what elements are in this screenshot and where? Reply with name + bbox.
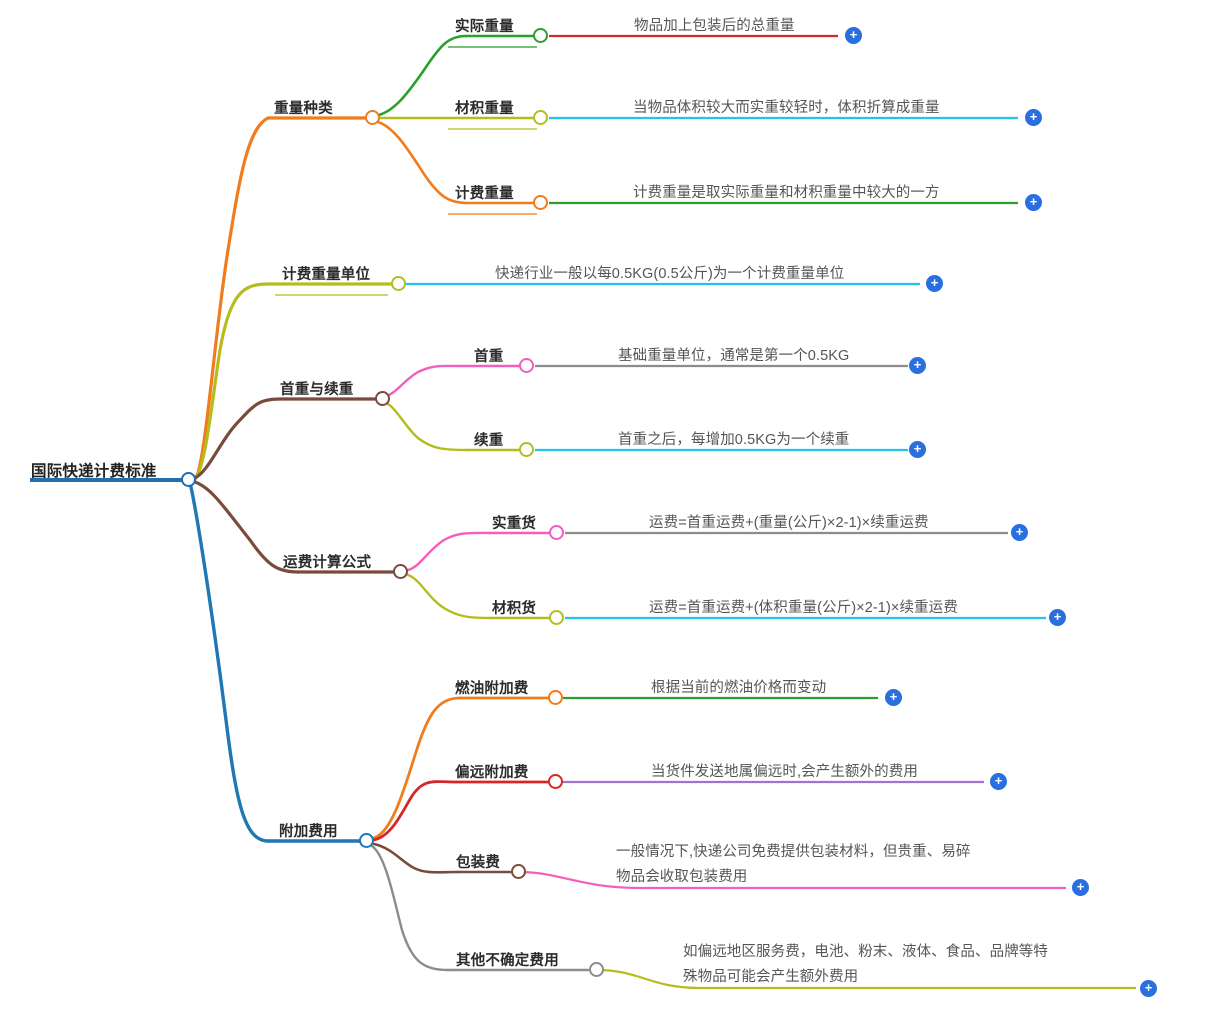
desc-remote-surcharge: 当货件发送地属偏远时,会产生额外的费用 bbox=[651, 764, 918, 780]
edge-root-to-weight-unit bbox=[193, 282, 270, 481]
branch-first-additional-ring[interactable] bbox=[375, 391, 390, 406]
root-node-label[interactable]: 国际快递计费标准 bbox=[31, 463, 157, 480]
leaf-additional-weight-ring[interactable] bbox=[519, 442, 534, 457]
expand-remote-surcharge-button[interactable]: + bbox=[990, 773, 1007, 790]
edge-surcharges-to-fuel bbox=[372, 696, 462, 840]
expand-actual-weight-button[interactable]: + bbox=[845, 27, 862, 44]
leaf-first-weight-ring[interactable] bbox=[519, 358, 534, 373]
edge-root-to-weight-types bbox=[193, 116, 270, 481]
leaf-additional-weight-label[interactable]: 续重 bbox=[474, 433, 504, 449]
expand-other-fees-button[interactable]: + bbox=[1140, 980, 1157, 997]
desc-volumetric-cargo: 运费=首重运费+(体积重量(公斤)×2-1)×续重运费 bbox=[649, 600, 958, 616]
leaf-actual-cargo-ring[interactable] bbox=[549, 525, 564, 540]
expand-actual-cargo-button[interactable]: + bbox=[1011, 524, 1028, 541]
trail-packaging bbox=[518, 870, 1066, 890]
desc-additional-weight: 首重之后，每增加0.5KG为一个续重 bbox=[618, 432, 850, 448]
leaf-remote-surcharge-label[interactable]: 偏远附加费 bbox=[455, 765, 529, 781]
leaf-fuel-surcharge-ring[interactable] bbox=[548, 690, 563, 705]
desc-other-fees-line1: 如偏远地区服务费，电池、粉末、液体、食品、品牌等特 bbox=[683, 944, 1048, 960]
desc-actual-cargo: 运费=首重运费+(重量(公斤)×2-1)×续重运费 bbox=[649, 515, 929, 531]
branch-weight-types-label[interactable]: 重量种类 bbox=[274, 101, 333, 117]
trail-other bbox=[596, 968, 1136, 990]
edge-first-additional-to-additional bbox=[382, 400, 470, 452]
leaf-fuel-surcharge-label[interactable]: 燃油附加费 bbox=[455, 681, 529, 697]
leaf-actual-weight-ring[interactable] bbox=[533, 28, 548, 43]
edge-weight-types-to-actual bbox=[372, 34, 468, 118]
expand-chargeable-weight-button[interactable]: + bbox=[1025, 194, 1042, 211]
branch-surcharges-ring[interactable] bbox=[359, 833, 374, 848]
edge-surcharges-to-packaging bbox=[372, 842, 460, 874]
leaf-volumetric-weight-label[interactable]: 材积重量 bbox=[455, 101, 514, 117]
expand-fuel-surcharge-button[interactable]: + bbox=[885, 689, 902, 706]
edge-root-to-first-additional bbox=[193, 397, 282, 480]
edge-formula-to-actual-cargo bbox=[406, 531, 492, 572]
edge-surcharges-to-other bbox=[370, 844, 450, 972]
branch-weight-types-ring[interactable] bbox=[365, 110, 380, 125]
edge-first-additional-to-first bbox=[382, 364, 462, 399]
expand-first-weight-button[interactable]: + bbox=[909, 357, 926, 374]
desc-first-weight: 基础重量单位，通常是第一个0.5KG bbox=[618, 348, 850, 364]
branch-formula-label[interactable]: 运费计算公式 bbox=[283, 555, 372, 571]
leaf-actual-weight-label[interactable]: 实际重量 bbox=[455, 19, 514, 35]
branch-first-additional-label[interactable]: 首重与续重 bbox=[280, 382, 354, 398]
leaf-remote-surcharge-ring[interactable] bbox=[548, 774, 563, 789]
edge-formula-to-volumetric-cargo bbox=[406, 573, 494, 620]
leaf-other-fees-ring[interactable] bbox=[589, 962, 604, 977]
edge-surcharges-to-remote bbox=[372, 780, 458, 842]
branch-surcharges-label[interactable]: 附加费用 bbox=[279, 824, 338, 840]
expand-packaging-fee-button[interactable]: + bbox=[1072, 879, 1089, 896]
desc-weight-unit: 快递行业一般以每0.5KG(0.5公斤)为一个计费重量单位 bbox=[495, 266, 845, 282]
expand-additional-weight-button[interactable]: + bbox=[909, 441, 926, 458]
leaf-packaging-fee-ring[interactable] bbox=[511, 864, 526, 879]
desc-fuel-surcharge: 根据当前的燃油价格而变动 bbox=[651, 680, 827, 696]
edge-root-to-surcharges bbox=[189, 485, 270, 843]
expand-weight-unit-button[interactable]: + bbox=[926, 275, 943, 292]
leaf-actual-cargo-label[interactable]: 实重货 bbox=[492, 516, 537, 532]
leaf-volumetric-cargo-label[interactable]: 材积货 bbox=[492, 601, 537, 617]
leaf-chargeable-weight-label[interactable]: 计费重量 bbox=[455, 186, 514, 202]
leaf-volumetric-weight-ring[interactable] bbox=[533, 110, 548, 125]
desc-actual-weight: 物品加上包装后的总重量 bbox=[634, 18, 795, 34]
desc-other-fees-line2: 殊物品可能会产生额外费用 bbox=[683, 969, 859, 985]
desc-packaging-fee-line2: 物品会收取包装费用 bbox=[616, 869, 748, 885]
desc-volumetric-weight: 当物品体积较大而实重较轻时，体积折算成重量 bbox=[633, 100, 940, 116]
leaf-packaging-fee-label[interactable]: 包装费 bbox=[456, 855, 501, 871]
branch-weight-unit-ring[interactable] bbox=[391, 276, 406, 291]
desc-chargeable-weight: 计费重量是取实际重量和材积重量中较大的一方 bbox=[633, 185, 940, 201]
branch-weight-unit-label[interactable]: 计费重量单位 bbox=[282, 267, 371, 283]
leaf-other-fees-label[interactable]: 其他不确定费用 bbox=[456, 953, 559, 969]
leaf-chargeable-weight-ring[interactable] bbox=[533, 195, 548, 210]
leaf-volumetric-cargo-ring[interactable] bbox=[549, 610, 564, 625]
expand-volumetric-weight-button[interactable]: + bbox=[1025, 109, 1042, 126]
branch-formula-ring[interactable] bbox=[393, 564, 408, 579]
edge-weight-types-to-chargeable bbox=[372, 119, 470, 205]
leaf-first-weight-label[interactable]: 首重 bbox=[474, 349, 504, 365]
expand-volumetric-cargo-button[interactable]: + bbox=[1049, 609, 1066, 626]
desc-packaging-fee-line1: 一般情况下,快递公司免费提供包装材料，但贵重、易碎 bbox=[616, 844, 971, 860]
root-node-ring[interactable] bbox=[181, 472, 196, 487]
